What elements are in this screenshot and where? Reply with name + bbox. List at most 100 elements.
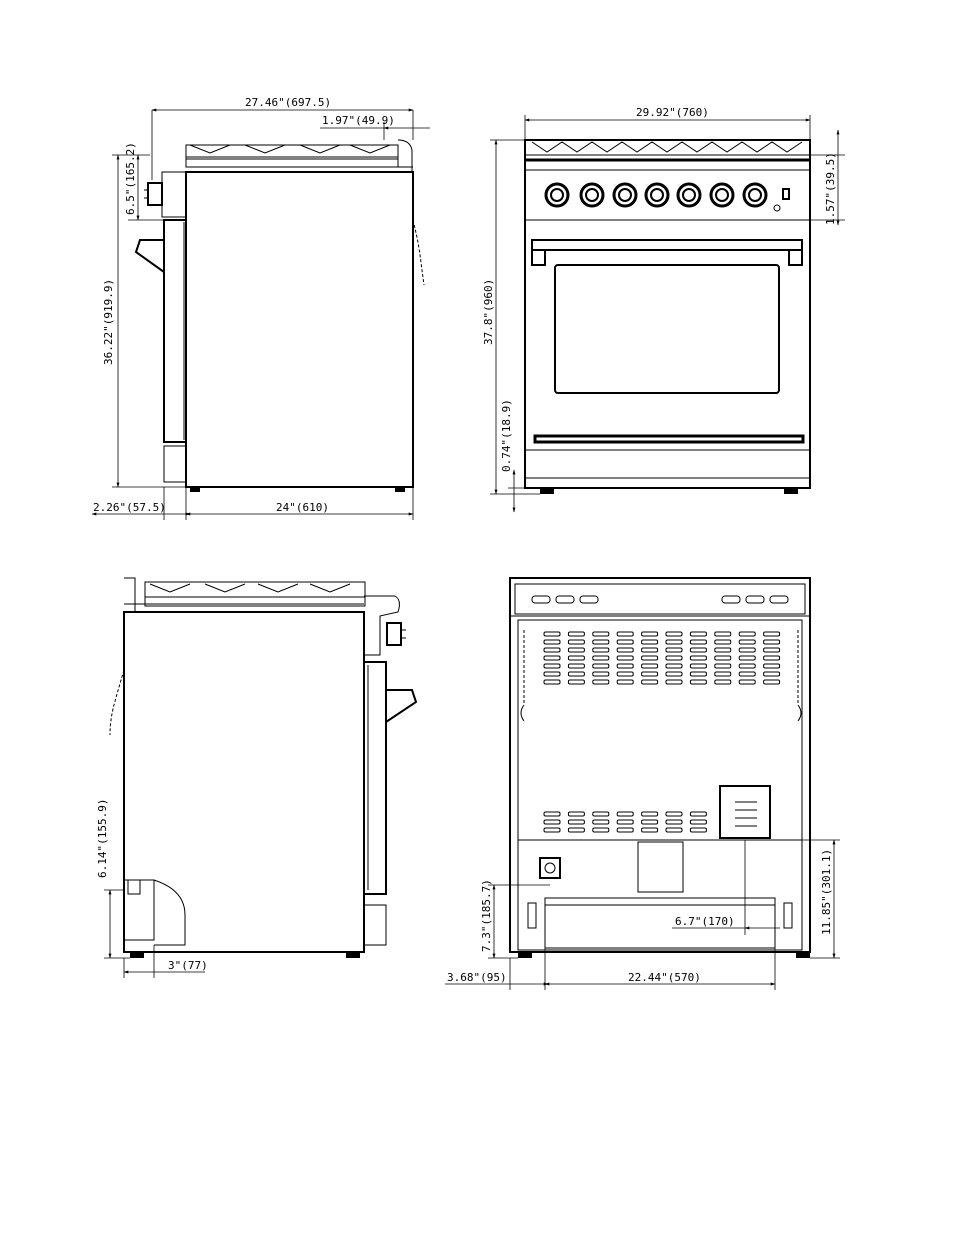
- vent-louver: [665, 811, 683, 817]
- dim-inlet-offset: 6.7"(170): [675, 915, 735, 928]
- vent-louver: [714, 671, 732, 677]
- vent-louver: [616, 663, 634, 669]
- vent-louver: [665, 631, 683, 637]
- vent-louver: [567, 655, 585, 661]
- vent-louver: [567, 671, 585, 677]
- vent-louver: [689, 811, 707, 817]
- vent-louver: [665, 679, 683, 685]
- vent-louver: [567, 647, 585, 653]
- vent-louver: [592, 827, 610, 833]
- vent-louver: [641, 655, 659, 661]
- vent-louver: [592, 679, 610, 685]
- dim-top-height: 1.57"(39.5): [824, 152, 837, 225]
- dim-body-depth: 24"(610): [276, 501, 329, 514]
- vent-louver: [714, 639, 732, 645]
- vent-louver: [616, 631, 634, 637]
- dim-total-height: 36.22"(919.9): [102, 279, 115, 365]
- vent-louver: [738, 631, 756, 637]
- vent-louver: [689, 639, 707, 645]
- dim-gas-inlet-height: 6.14"(155.9): [96, 799, 109, 878]
- vent-louver: [592, 819, 610, 825]
- vent-louver: [689, 663, 707, 669]
- vent-louver: [714, 679, 732, 685]
- vent-louver: [689, 819, 707, 825]
- vent-louver: [543, 655, 561, 661]
- vent-louver: [763, 655, 781, 661]
- vent-louver: [763, 639, 781, 645]
- vent-louver: [689, 671, 707, 677]
- dim-leg-span: 22.44"(570): [628, 971, 701, 984]
- vent-louver: [665, 819, 683, 825]
- vent-louver: [641, 827, 659, 833]
- vent-louver: [543, 819, 561, 825]
- vent-louver: [714, 631, 732, 637]
- vent-louver: [616, 671, 634, 677]
- vent-louver: [689, 679, 707, 685]
- vent-louver: [641, 819, 659, 825]
- vent-louver: [592, 647, 610, 653]
- vent-louver: [616, 647, 634, 653]
- vent-louver: [665, 827, 683, 833]
- vent-louver: [738, 679, 756, 685]
- vent-louver: [567, 811, 585, 817]
- vent-louver: [763, 663, 781, 669]
- vent-louver: [616, 827, 634, 833]
- vent-louver: [543, 631, 561, 637]
- vent-louver: [689, 655, 707, 661]
- vent-louver: [567, 827, 585, 833]
- dim-door-depth: 2.26"(57.5): [93, 501, 166, 514]
- vent-louver: [641, 631, 659, 637]
- vent-louver: [567, 639, 585, 645]
- vent-louver: [641, 811, 659, 817]
- vent-louver: [543, 811, 561, 817]
- vent-louver: [616, 679, 634, 685]
- vent-louver: [738, 639, 756, 645]
- vent-louver: [592, 655, 610, 661]
- vent-louver: [543, 679, 561, 685]
- vent-louver: [616, 811, 634, 817]
- vent-louver: [567, 663, 585, 669]
- vent-louver: [543, 663, 561, 669]
- vent-louver: [616, 819, 634, 825]
- vent-louver: [665, 655, 683, 661]
- vent-louver: [714, 647, 732, 653]
- side-view-right: [109, 577, 418, 958]
- vent-louver: [543, 639, 561, 645]
- vent-louver: [567, 631, 585, 637]
- dim-front-width: 29.92"(760): [636, 106, 709, 119]
- vent-louver: [763, 671, 781, 677]
- vent-louver: [543, 671, 561, 677]
- vent-louver: [567, 819, 585, 825]
- dim-knob-height: 6.5"(165.2): [124, 142, 137, 215]
- vent-louver: [592, 671, 610, 677]
- dim-front-height: 37.8"(960): [482, 279, 495, 345]
- vent-louver: [543, 827, 561, 833]
- vent-louver: [592, 811, 610, 817]
- vent-louver: [592, 663, 610, 669]
- vent-louver: [641, 671, 659, 677]
- vent-louver: [665, 671, 683, 677]
- dim-leg-height: 0.74"(18.9): [500, 399, 513, 472]
- vent-louver: [689, 631, 707, 637]
- vent-louver: [641, 639, 659, 645]
- vent-louver: [665, 639, 683, 645]
- vent-louver: [641, 679, 659, 685]
- vent-louver: [738, 647, 756, 653]
- dim-handle-offset: 1.97"(49.9): [322, 114, 395, 127]
- vent-louver: [616, 655, 634, 661]
- vent-louver: [738, 671, 756, 677]
- vent-louver: [763, 631, 781, 637]
- dim-overall-depth: 27.46"(697.5): [245, 96, 331, 109]
- vent-louver: [738, 663, 756, 669]
- vent-louver: [592, 631, 610, 637]
- dim-inlet-height: 7.3"(185.7): [480, 879, 493, 952]
- dim-left-offset: 3.68"(95): [447, 971, 507, 984]
- vent-louver: [689, 647, 707, 653]
- vent-louver: [714, 655, 732, 661]
- vent-louver: [763, 679, 781, 685]
- vent-louver: [738, 655, 756, 661]
- side-view-left: [134, 110, 425, 520]
- vent-louver: [543, 647, 561, 653]
- vent-louver: [689, 827, 707, 833]
